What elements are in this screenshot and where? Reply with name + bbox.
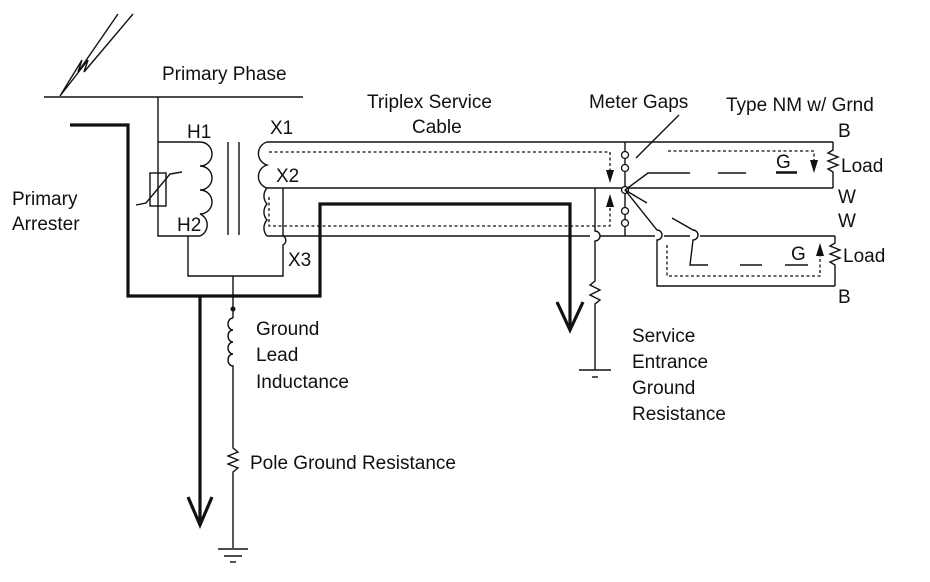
b-top-label: B [838,121,851,142]
lightning-bolt-icon [59,13,134,97]
h1-label: H1 [187,122,211,143]
surge-arrow-service-icon [555,301,585,334]
service-entrance-label-4: Resistance [632,404,726,425]
current-path-lower [268,197,611,227]
primary-arrester-label-2: Arrester [12,214,80,235]
nm-ground-upper-a [624,172,690,191]
surge-current-path [70,123,572,330]
arrow-down-icon [810,160,818,173]
x1-label: X1 [270,118,293,139]
current-path-nm-lower [666,245,821,277]
arrow-up-icon [606,194,614,207]
resistor-icon [828,236,842,286]
nm-lower-b-conductor [624,189,835,287]
w-bottom-label: W [838,211,856,232]
triplex-label-2: Cable [412,117,462,138]
ground-icon [579,369,611,378]
current-path-nm-upper [668,150,815,160]
primary-winding [157,97,213,237]
nm-ground-stub [624,189,648,204]
service-entrance-label-2: Entrance [632,352,708,373]
service-entrance-label-1: Service [632,326,695,347]
ground-icon [218,548,248,563]
service-entrance-ground-lead [588,188,602,370]
inductor-icon [226,317,240,548]
nm-ground-lower-a [671,217,708,266]
arrow-down-icon [606,170,614,183]
pole-ground-label: Pole Ground Resistance [250,453,456,474]
x3-label: X3 [288,250,311,271]
neutral-bond [187,188,287,277]
load-top-label: Load [841,156,883,177]
resistor-icon [826,142,840,188]
varistor-icon [135,171,183,207]
g-top-label: G [776,152,791,173]
ground-lead-label-1: Ground [256,319,319,340]
w-top-label: W [838,187,856,208]
current-path-upper [269,151,611,170]
type-nm-label: Type NM w/ Grnd [726,95,874,116]
x2-label: X2 [276,166,299,187]
primary-phase-label: Primary Phase [162,64,287,85]
ground-lead-label-3: Inductance [256,372,349,393]
service-entrance-label-3: Ground [632,378,695,399]
surge-arrow-pole-icon [186,496,214,530]
load-bottom-label: Load [843,246,885,267]
ground-lead-label-2: Lead [256,345,298,366]
h2-label: H2 [177,215,201,236]
b-bottom-label: B [838,287,851,308]
arrow-up-icon [816,243,824,256]
meter-gaps-leader [635,114,680,159]
meter-gaps-label: Meter Gaps [589,92,688,113]
g-bottom-label: G [791,244,806,265]
primary-arrester-label-1: Primary [12,189,78,210]
triplex-label-1: Triplex Service [367,92,492,113]
secondary-winding [257,141,270,237]
ground-junction [230,306,236,312]
